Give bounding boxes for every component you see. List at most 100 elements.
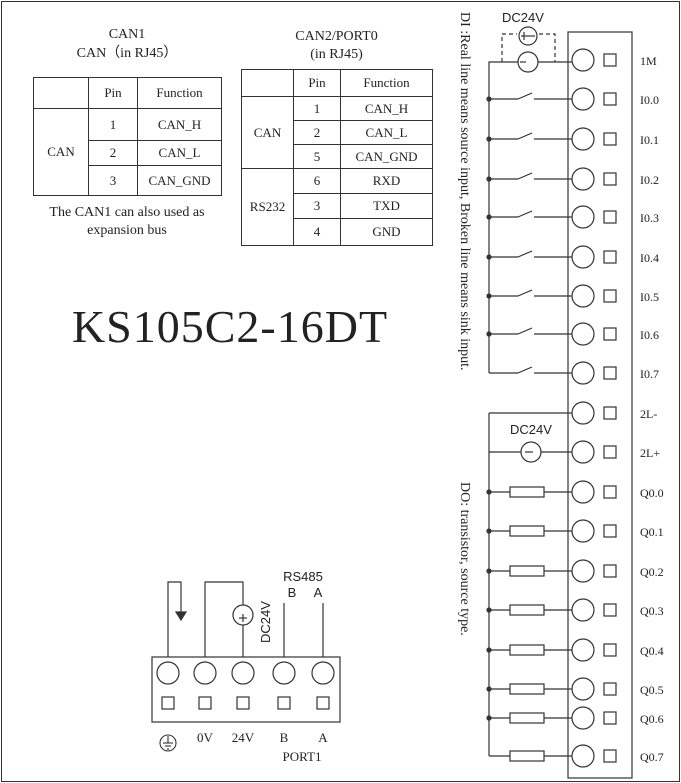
junction-dot [486, 136, 492, 142]
load-resistor-icon [509, 683, 545, 695]
terminal-screw-icon [571, 480, 595, 504]
ground-icon [159, 734, 177, 752]
io-terminal-block [567, 31, 633, 779]
can2-title: CAN2/PORT0 [295, 29, 378, 44]
terminal-screw-icon [571, 284, 595, 308]
terminal-screw-icon [571, 322, 595, 346]
terminal-label: I0.2 [640, 173, 659, 187]
terminal-screw-icon [571, 127, 595, 151]
terminal-2L+: 2L+ [571, 440, 660, 464]
terminal-led-icon [603, 524, 617, 538]
terminal-led-icon [603, 289, 617, 303]
terminal-I0.4: I0.4 [571, 245, 659, 269]
pin: 2 [88, 140, 138, 166]
terminal-led-icon [603, 682, 617, 696]
header-function: Function [137, 77, 222, 109]
terminal-I0.3: I0.3 [571, 205, 659, 229]
terminal-screw-icon [571, 744, 595, 768]
model-title: KS105C2-16DT [71, 301, 389, 352]
port1-supply-label: DC24V [258, 601, 273, 643]
terminal-led-icon [603, 172, 617, 186]
junction-dot [486, 489, 492, 495]
function: CAN_GND [137, 165, 222, 196]
pin: 1 [88, 108, 138, 141]
function: CAN_GND [340, 144, 433, 169]
terminal-Q0.6: Q0.6 [571, 706, 664, 730]
junction-dot [486, 96, 492, 102]
junction-dot [486, 568, 492, 574]
switch-icon [517, 92, 533, 100]
terminal-led-icon [603, 485, 617, 499]
terminal-label: Q0.5 [640, 683, 664, 697]
load-resistor-icon [509, 486, 545, 498]
terminal-led-icon [603, 132, 617, 146]
terminal-label: I0.6 [640, 328, 659, 342]
terminal-screw-icon [571, 706, 595, 730]
terminal-label: I0.3 [640, 211, 659, 225]
terminal-screw-icon [571, 361, 595, 385]
pin: 3 [88, 165, 138, 196]
terminal-label: I0.5 [640, 290, 659, 304]
terminal-Q0.4: Q0.4 [571, 638, 664, 662]
terminal-1M: 1M [571, 48, 657, 72]
function: GND [340, 218, 433, 246]
terminal-label: Q0.4 [640, 644, 664, 658]
terminal-led-icon [603, 327, 617, 341]
terminal-Q0.5: Q0.5 [571, 677, 664, 701]
can2-pin-table: Pin Function CAN 1 CAN_H 2 CAN_L 5 CAN_G… [241, 69, 433, 246]
load-resistor-icon [509, 712, 545, 724]
terminal-I0.2: I0.2 [571, 167, 659, 191]
terminal-screw-icon [156, 661, 180, 685]
terminal-label: I0.0 [640, 93, 659, 107]
terminal-label: I0.7 [640, 367, 659, 381]
terminal-led-icon [198, 696, 212, 710]
do-note: DO: transistor, source type. [457, 482, 472, 636]
pin: 5 [293, 144, 341, 169]
terminal-I0.7: I0.7 [571, 361, 659, 385]
switch-icon [517, 289, 533, 297]
switch-icon [517, 250, 533, 258]
junction-dot [486, 176, 492, 182]
terminal-I0.5: I0.5 [571, 284, 659, 308]
terminal-screw-icon [571, 677, 595, 701]
terminal-led-icon [603, 210, 617, 224]
terminal-label: 2L- [640, 407, 657, 421]
port1-label-24v: 24V [232, 730, 255, 745]
can1-note-line2: expansion bus [87, 223, 167, 238]
load-resistor-icon [509, 525, 545, 537]
rs485-b-label: B [288, 585, 297, 600]
switch-icon [517, 132, 533, 140]
terminal-led-icon [161, 696, 175, 710]
terminal-screw-icon [193, 661, 217, 685]
junction-dot [486, 686, 492, 692]
terminal-screw-icon [571, 245, 595, 269]
group-can: CAN [241, 96, 294, 169]
can1-pin-table: Pin Function CAN 1 CAN_H 2 CAN_L 3 CAN_G… [33, 77, 222, 196]
terminal-led-icon [603, 366, 617, 380]
can1-title: CAN1 [108, 27, 146, 42]
group-can: CAN [33, 108, 89, 196]
terminal-led-icon [277, 696, 291, 710]
terminal-label: Q0.2 [640, 565, 664, 579]
terminal-screw-icon [571, 205, 595, 229]
load-resistor-icon [509, 644, 545, 656]
junction-dot [486, 293, 492, 299]
pin: 2 [293, 120, 341, 145]
terminal-label: Q0.0 [640, 486, 664, 500]
port1-label-a: A [318, 730, 328, 745]
terminal-screw-icon [571, 48, 595, 72]
terminal-led-icon [603, 749, 617, 763]
rs485-label: RS485 [283, 569, 323, 584]
terminal-label: Q0.6 [640, 712, 664, 726]
terminal-led-icon [603, 643, 617, 657]
switch-icon [517, 210, 533, 218]
terminal-led-icon [603, 564, 617, 578]
di-note: DI :Real line means source input, Broken… [457, 12, 472, 370]
do-supply-label: DC24V [510, 422, 552, 437]
terminal-label: 1M [640, 54, 657, 68]
terminal-screw-icon [571, 638, 595, 662]
terminal-led-icon [603, 445, 617, 459]
di-supply-icon [501, 26, 556, 73]
terminal-Q0.0: Q0.0 [571, 480, 664, 504]
can2-subtitle: (in RJ45) [310, 47, 363, 62]
